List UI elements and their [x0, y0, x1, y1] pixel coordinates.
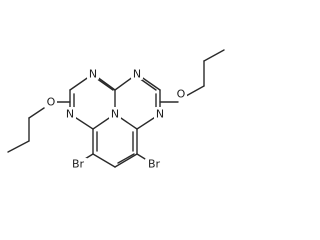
bond [92, 153, 116, 168]
molecule-structure: N N N N N O O Br Br [7, 49, 225, 171]
atom-n-left: N [66, 108, 74, 121]
bond [28, 107, 45, 119]
atom-n-center: N [111, 108, 119, 121]
bond [114, 153, 138, 168]
atom-br-left: Br [72, 158, 85, 171]
bond [138, 77, 157, 91]
atom-o-left: O [47, 96, 56, 109]
bond [95, 77, 114, 91]
bond [203, 49, 225, 62]
atom-o-right: O [177, 88, 186, 101]
atom-br-right: Br [148, 158, 161, 171]
atom-labels: N N N N N O O Br Br [45, 67, 187, 171]
bond [117, 153, 135, 164]
bond [185, 85, 205, 97]
atom-n-top-right: N [133, 68, 141, 81]
bond [7, 140, 30, 153]
atom-n-right: N [156, 108, 164, 121]
atom-n-top-left: N [89, 68, 97, 81]
